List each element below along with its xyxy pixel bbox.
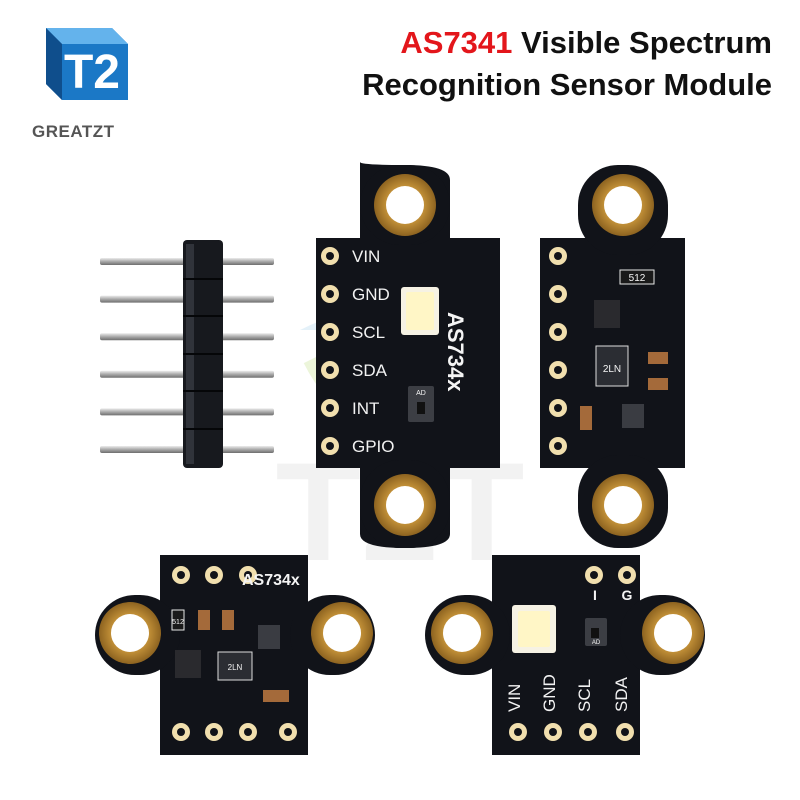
pin-label-gnd: GND [352,285,390,304]
sensor-board-back-horizontal: AS734x 512 2LN [95,555,375,755]
model-number: AS7341 [400,25,513,60]
solder-pad [549,247,567,265]
solder-pad [172,723,190,741]
solder-pad [239,723,257,741]
solder-pad [549,399,567,417]
pin-label-gpio: GPIO [352,437,395,456]
solder-pad [172,566,190,584]
solder-pad [579,723,597,741]
top-pin-label-g: G [622,587,633,603]
solder-pad [549,361,567,379]
pin-label-int: INT [352,399,379,418]
solder-pad [618,566,636,584]
resistor-marking: 512 [629,273,646,284]
solder-pad [239,566,257,584]
led-icon [512,605,556,653]
pin-label-scl-h: SCL [575,679,594,712]
solder-pad [616,723,634,741]
pin-header-icon [100,240,274,468]
top-pin-label-i: I [593,587,597,603]
pin-label-sda-h: SDA [612,676,631,712]
solder-pad [585,566,603,584]
solder-pad [549,323,567,341]
brand-logo-icon: T2 [46,28,128,100]
front-pin-labels: VIN GND SCL SDA INT GPIO [352,247,395,456]
sensor-board-front-vertical: VIN GND SCL SDA INT GPIO AD AS734x [316,162,500,548]
solder-pad [544,723,562,741]
led-icon [401,287,439,335]
title-line-1-text: Visible Spectrum [521,25,772,60]
sensor-chip-icon: AD [408,386,434,422]
ic-marking-h: 2LN [228,663,243,672]
svg-text:T2: T2 [64,46,120,99]
pin-label-gnd-h: GND [540,674,559,712]
sensor-chip-icon: AD [585,618,607,646]
solder-pad [321,285,339,303]
pin-label-sda: SDA [352,361,388,380]
sensor-board-back-vertical: 512 2LN [540,165,685,548]
solder-pad [549,285,567,303]
solder-pad [205,723,223,741]
chip-label-vertical: AS734x [443,312,468,392]
resistor-marking-h: 512 [172,619,184,626]
title-line-1: AS7341 Visible Spectrum [362,22,772,64]
pin-label-vin-h: VIN [505,684,524,712]
solder-pad [321,399,339,417]
sensor-marking-h: AD [592,640,601,646]
ic-marking: 2LN [603,364,621,375]
sensor-marking: AD [416,390,426,397]
solder-pad [549,437,567,455]
brand-name: GREATZT [32,122,115,141]
solder-pad [509,723,527,741]
pin-label-vin: VIN [352,247,380,266]
solder-pad [321,247,339,265]
sensor-board-front-horizontal: AD I G VIN GND SCL SDA [425,555,705,755]
pin-label-scl: SCL [352,323,385,342]
solder-pad [205,566,223,584]
solder-pad [321,361,339,379]
solder-pad [279,723,297,741]
silk-label-back: AS734x [242,572,300,589]
solder-pad [321,323,339,341]
product-title: AS7341 Visible Spectrum Recognition Sens… [362,22,772,106]
solder-pad [321,437,339,455]
title-line-2: Recognition Sensor Module [362,67,772,102]
